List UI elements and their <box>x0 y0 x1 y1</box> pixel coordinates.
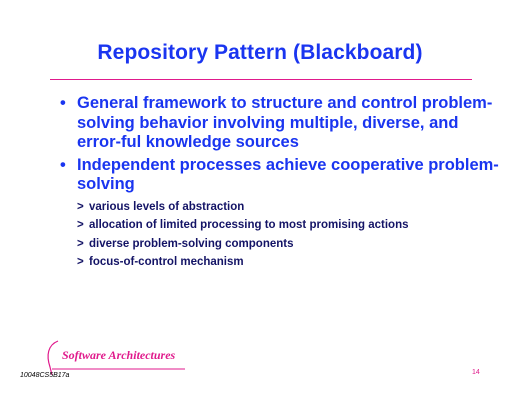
sub-bullet-text: focus-of-control mechanism <box>89 256 244 268</box>
page-number: 14 <box>472 369 480 376</box>
bullet-marker: • <box>60 155 66 174</box>
sub-bullet-marker: > <box>77 219 84 231</box>
sub-bullet-item: > allocation of limited processing to mo… <box>77 216 500 235</box>
sub-bullet-text: diverse problem-solving components <box>89 237 294 250</box>
bullet-text: Independent processes achieve cooperativ… <box>77 155 499 194</box>
bullet-text: General framework to structure and contr… <box>77 94 493 151</box>
sub-bullet-text: allocation of limited processing to most… <box>89 219 409 231</box>
sub-bullet-list: > various levels of abstraction > alloca… <box>77 198 500 272</box>
bullet-marker: • <box>60 94 66 112</box>
sub-bullet-marker: > <box>77 256 84 268</box>
bullet-list: • General framework to structure and con… <box>60 94 500 275</box>
footer-logo-text: Software Architectures <box>62 348 176 362</box>
title-divider <box>50 79 472 80</box>
sub-bullet-item: > various levels of abstraction <box>77 198 500 217</box>
footer-logo-swoosh <box>47 340 185 376</box>
bullet-item: • Independent processes achieve cooperat… <box>60 156 500 272</box>
sub-bullet-item: > focus-of-control mechanism <box>77 253 500 272</box>
document-id: 10048CS5B17a <box>20 372 70 379</box>
sub-bullet-marker: > <box>77 237 84 250</box>
bullet-item: • General framework to structure and con… <box>60 94 500 153</box>
sub-bullet-item: > diverse problem-solving components <box>77 235 500 254</box>
sub-bullet-marker: > <box>77 200 84 213</box>
slide-title: Repository Pattern (Blackboard) <box>97 41 423 64</box>
sub-bullet-text: various levels of abstraction <box>89 200 245 213</box>
